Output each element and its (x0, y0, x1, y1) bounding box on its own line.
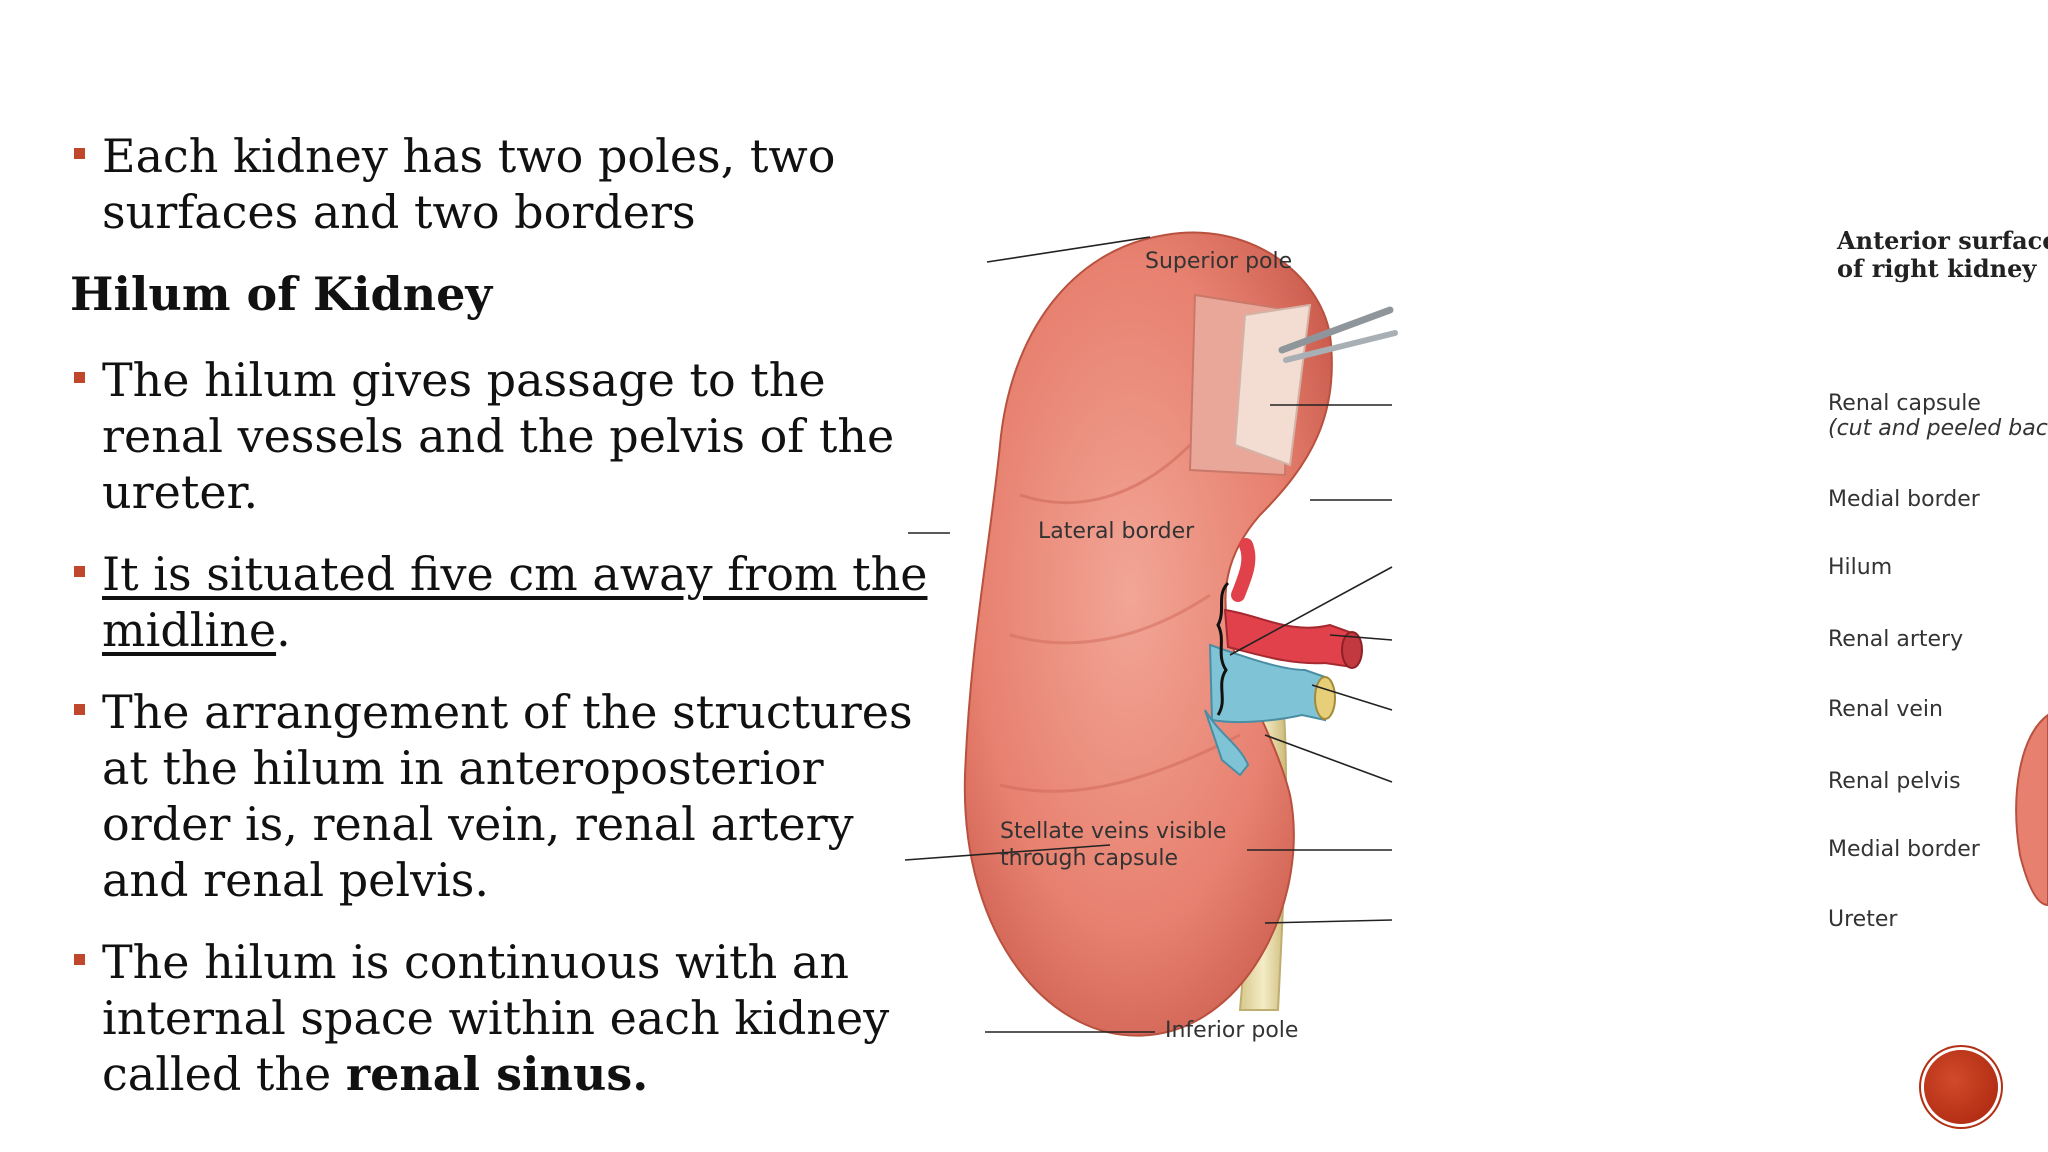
next-slide-icon[interactable] (1924, 1050, 1998, 1124)
bullet-square-icon (74, 372, 85, 383)
label-ureter: Ureter (1828, 907, 1898, 932)
figure-title-line2: of right kidney (1837, 254, 2037, 283)
label-renal-capsule-note: (cut and peeled back) (1828, 416, 2048, 441)
bullet-renal-sinus: The hilum is continuous with an internal… (70, 934, 930, 1102)
kidney-figure: Anterior surface of right kidney Superio… (904, 215, 2048, 1055)
label-renal-pelvis: Renal pelvis (1828, 769, 1961, 794)
label-inferior-pole: Inferior pole (1165, 1018, 1299, 1043)
bullet-arrangement: The arrangement of the structures at the… (70, 684, 930, 908)
bullet-hilum-position: It is situated five cm away from the mid… (70, 546, 930, 658)
bullet-square-icon (74, 566, 85, 577)
label-medial-border-upper: Medial border (1828, 487, 1980, 512)
label-stellate-line2: through capsule (1000, 846, 1179, 871)
section-heading: Hilum of Kidney (70, 267, 493, 321)
bullet-square-icon (74, 148, 85, 159)
label-lateral-border: Lateral border (1038, 519, 1195, 544)
label-medial-border-lower: Medial border (1828, 837, 1980, 862)
bullet-poles: Each kidney has two poles, two surfaces … (70, 128, 930, 240)
kidney-illustration (904, 231, 2048, 1037)
bullet-hilum-passage: The hilum gives passage to the renal ves… (70, 352, 930, 520)
bold-term: renal sinus. (345, 1047, 649, 1101)
underlined-text: It is situated five cm away from the mid… (102, 547, 928, 657)
label-hilum: Hilum (1828, 555, 1893, 580)
label-renal-capsule: Renal capsule (1828, 391, 1981, 416)
figure-title-line1: Anterior surface (1837, 226, 2048, 255)
hilum-bracket (1216, 581, 1230, 716)
label-renal-vein: Renal vein (1828, 697, 1943, 722)
label-renal-artery: Renal artery (1828, 627, 1964, 652)
slide-text: Each kidney has two poles, two surfaces … (70, 128, 930, 1128)
label-superior-pole: Superior pole (1145, 249, 1293, 274)
label-stellate-line1: Stellate veins visible (1000, 819, 1227, 844)
bullet-square-icon (74, 954, 85, 965)
bullet-square-icon (74, 704, 85, 715)
